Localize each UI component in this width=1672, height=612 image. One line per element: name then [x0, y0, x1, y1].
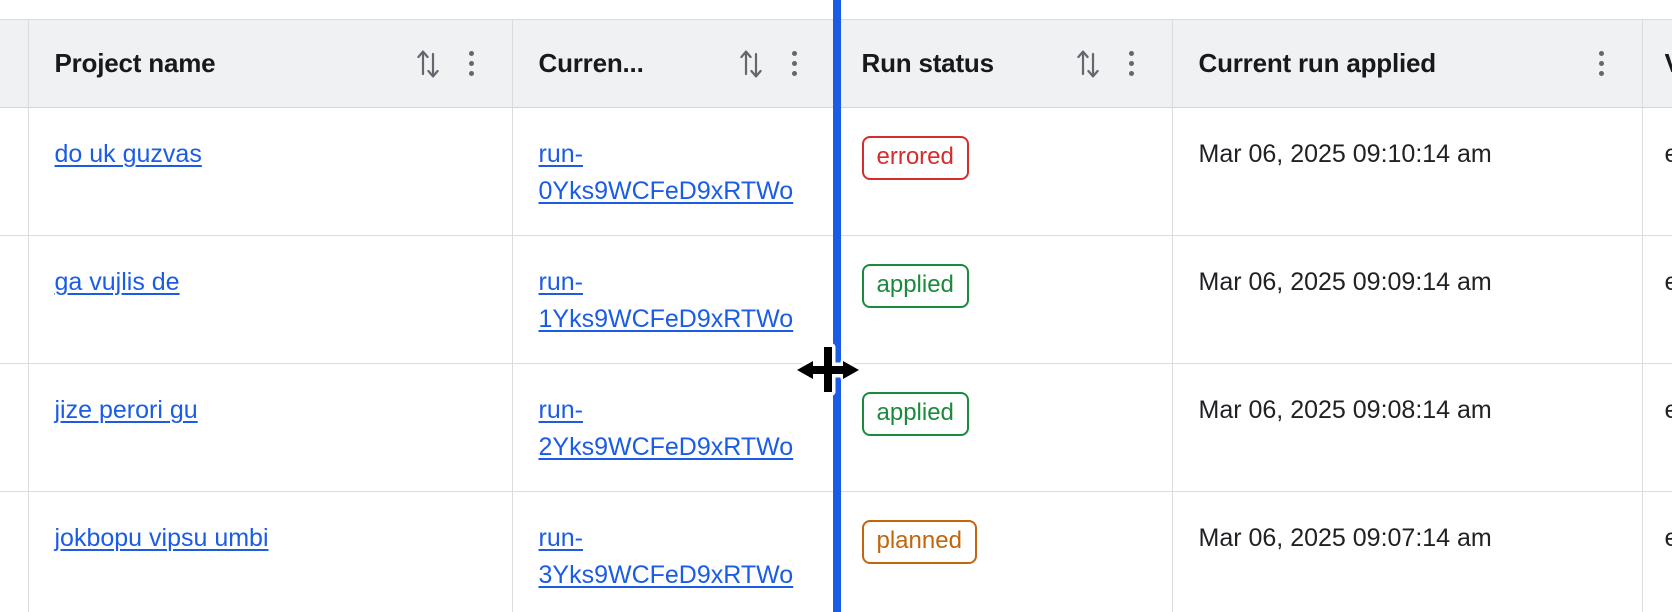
status-badge: planned	[861, 520, 977, 564]
cell-current-run-applied: Mar 06, 2025 09:10:14 am	[1172, 107, 1643, 236]
projects-table: Project name	[0, 19, 1672, 612]
header-label-run-status: Run status	[861, 48, 994, 78]
applied-timestamp: Mar 06, 2025 09:08:14 am	[1198, 396, 1492, 424]
applied-timestamp: Mar 06, 2025 09:07:14 am	[1198, 524, 1492, 552]
header-row: Project name	[0, 19, 1672, 108]
table-body: do uk guzvas run-0Yks9WCFeD9xRTWo errore…	[0, 107, 1672, 612]
cell-project-name: jokbopu vipsu umbi	[28, 491, 513, 612]
sort-arrows-icon[interactable]	[1066, 42, 1110, 86]
current-run-link[interactable]: run-1Yks9WCFeD9xRTWo	[538, 268, 794, 333]
table-row: ga vujlis de run-1Yks9WCFeD9xRTWo applie…	[0, 235, 1672, 364]
clipped-value: e	[1665, 524, 1672, 552]
cell-current-run-applied: Mar 06, 2025 09:08:14 am	[1172, 363, 1643, 492]
applied-timestamp: Mar 06, 2025 09:10:14 am	[1198, 140, 1492, 168]
cell-project-name: jize perori gu	[28, 363, 513, 492]
cell-run-status: planned	[835, 491, 1173, 612]
clipped-value: e	[1665, 140, 1672, 168]
column-resize-guide[interactable]	[833, 0, 841, 612]
cell-current-run: run-2Yks9WCFeD9xRTWo	[512, 363, 836, 492]
status-badge: applied	[861, 264, 969, 308]
row-gutter	[0, 363, 29, 492]
sort-arrows-icon[interactable]	[729, 42, 773, 86]
clipped-value: e	[1665, 268, 1672, 296]
project-name-link[interactable]: jize perori gu	[54, 396, 198, 424]
cell-current-run: run-1Yks9WCFeD9xRTWo	[512, 235, 836, 364]
status-badge: errored	[861, 136, 969, 180]
cell-project-name: ga vujlis de	[28, 235, 513, 364]
project-name-link[interactable]: ga vujlis de	[54, 268, 180, 296]
header-project-name[interactable]: Project name	[28, 19, 513, 108]
cell-current-run: run-3Yks9WCFeD9xRTWo	[512, 491, 836, 612]
cell-run-status: applied	[835, 363, 1173, 492]
kebab-menu-icon[interactable]	[1580, 42, 1624, 86]
cell-clipped: e	[1642, 363, 1672, 492]
header-label-current-run: Curren...	[538, 48, 644, 78]
sort-arrows-icon[interactable]	[406, 42, 450, 86]
table-row: do uk guzvas run-0Yks9WCFeD9xRTWo errore…	[0, 107, 1672, 236]
table-row: jize perori gu run-2Yks9WCFeD9xRTWo appl…	[0, 363, 1672, 492]
kebab-menu-icon[interactable]	[773, 42, 817, 86]
table-row: jokbopu vipsu umbi run-3Yks9WCFeD9xRTWo …	[0, 491, 1672, 612]
clipped-value: e	[1665, 396, 1672, 424]
kebab-menu-icon[interactable]	[1110, 42, 1154, 86]
row-gutter	[0, 491, 29, 612]
header-run-status[interactable]: Run status	[835, 19, 1173, 108]
cell-current-run-applied: Mar 06, 2025 09:07:14 am	[1172, 491, 1643, 612]
header-clipped-column[interactable]: V	[1642, 19, 1672, 108]
project-name-link[interactable]: jokbopu vipsu umbi	[54, 524, 269, 552]
cell-clipped: e	[1642, 235, 1672, 364]
header-label-current-run-applied: Current run applied	[1198, 48, 1436, 78]
cell-project-name: do uk guzvas	[28, 107, 513, 236]
status-badge: applied	[861, 392, 969, 436]
header-label-project-name: Project name	[54, 48, 216, 78]
cell-run-status: applied	[835, 235, 1173, 364]
header-gutter	[0, 19, 29, 108]
header-current-run-applied[interactable]: Current run applied	[1172, 19, 1643, 108]
current-run-link[interactable]: run-3Yks9WCFeD9xRTWo	[538, 524, 794, 589]
cell-run-status: errored	[835, 107, 1173, 236]
header-current-run[interactable]: Curren...	[512, 19, 836, 108]
cell-current-run-applied: Mar 06, 2025 09:09:14 am	[1172, 235, 1643, 364]
cell-clipped: e	[1642, 491, 1672, 612]
current-run-link[interactable]: run-0Yks9WCFeD9xRTWo	[538, 140, 794, 205]
row-gutter	[0, 107, 29, 236]
cell-current-run: run-0Yks9WCFeD9xRTWo	[512, 107, 836, 236]
cell-clipped: e	[1642, 107, 1672, 236]
current-run-link[interactable]: run-2Yks9WCFeD9xRTWo	[538, 396, 794, 461]
project-name-link[interactable]: do uk guzvas	[54, 140, 202, 168]
applied-timestamp: Mar 06, 2025 09:09:14 am	[1198, 268, 1492, 296]
row-gutter	[0, 235, 29, 364]
header-label-clipped: V	[1665, 48, 1672, 79]
kebab-menu-icon[interactable]	[450, 42, 494, 86]
table-header: Project name	[0, 19, 1672, 108]
